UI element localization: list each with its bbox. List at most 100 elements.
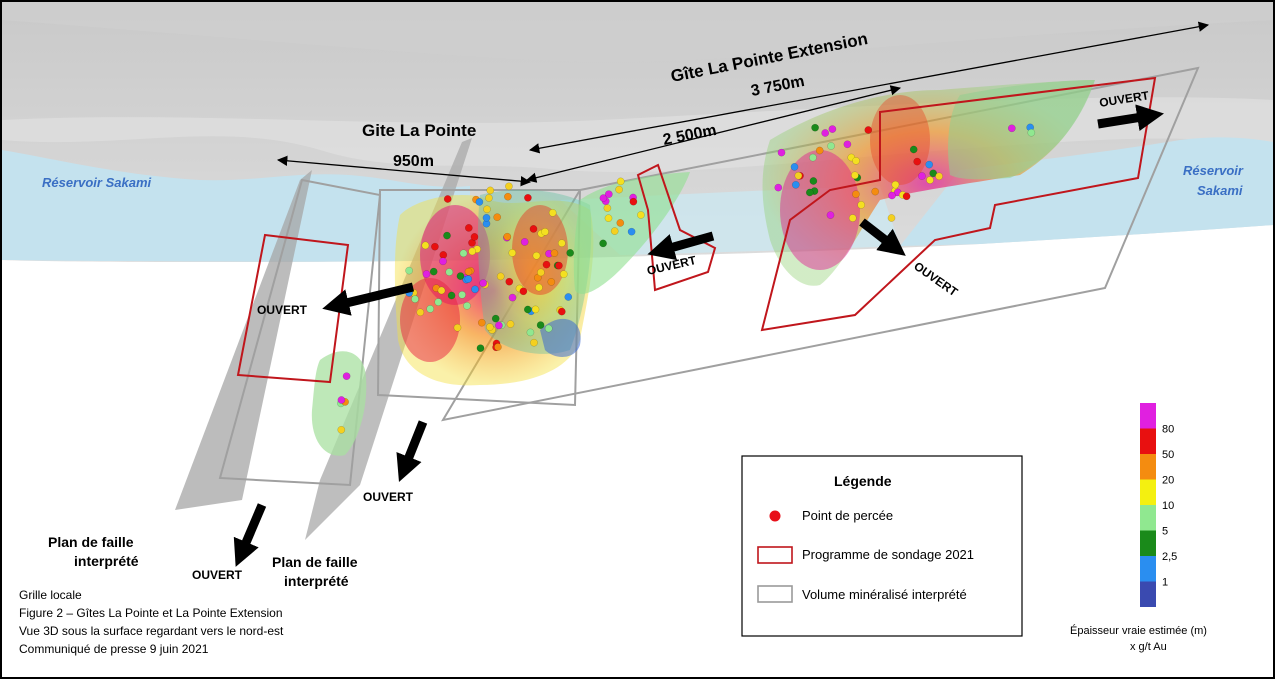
- drill-intercepts: [337, 123, 1036, 434]
- drill-intercept-dot: [616, 177, 625, 186]
- drill-intercept-dot: [918, 172, 926, 180]
- volume-outline-2: [376, 189, 582, 407]
- scale-tick-label: 5: [1162, 526, 1168, 538]
- drill-intercept-dot: [777, 148, 786, 157]
- drill-intercept-dot: [935, 172, 943, 181]
- drill-intercept-dot: [493, 213, 502, 222]
- drill-intercept-dot: [337, 396, 346, 404]
- program-outline-3: [760, 76, 1157, 332]
- label-reservoir-right-1: Réservoir: [1183, 163, 1244, 178]
- drill-intercept-dot: [503, 232, 512, 241]
- drill-intercept-dot: [464, 224, 473, 232]
- drill-intercept-dot: [337, 425, 346, 434]
- drill-intercept-dot: [508, 293, 517, 302]
- scale-band: [1140, 454, 1156, 480]
- drill-intercept-dot: [857, 201, 866, 209]
- drill-intercept-dot: [520, 238, 529, 246]
- drill-intercept-dot: [604, 190, 613, 199]
- drill-intercept-dot: [557, 307, 566, 316]
- drill-intercept-dot: [342, 372, 351, 381]
- drill-intercept-dot: [604, 214, 613, 223]
- drill-intercept-dot: [864, 126, 873, 134]
- drill-intercept-dot: [416, 308, 425, 317]
- drill-intercept-dot: [445, 268, 454, 276]
- drill-intercept-dot: [524, 193, 532, 202]
- drill-intercept-dot: [548, 208, 557, 217]
- drill-intercept-dot: [439, 257, 447, 266]
- scale-band: [1140, 505, 1156, 531]
- drill-intercept-dot: [482, 213, 491, 222]
- drill-intercept-dot: [809, 177, 818, 185]
- drill-intercept-dot: [555, 261, 563, 270]
- legend-title: Légende: [834, 473, 892, 489]
- drill-intercept-dot: [547, 278, 556, 286]
- drill-intercept-dot: [902, 192, 911, 201]
- drill-intercept-dot: [458, 290, 466, 299]
- drill-intercept-dot: [550, 249, 559, 258]
- label-ouvert-3: OUVERT: [192, 568, 243, 582]
- label-ouvert-1: OUVERT: [257, 303, 308, 317]
- drill-intercept-dot: [811, 123, 819, 132]
- svg-text:Grille locale: Grille locale: [19, 588, 82, 602]
- drill-intercept-dot: [637, 211, 645, 219]
- scale-tick-label: 80: [1162, 424, 1174, 436]
- drill-intercept-dot: [471, 285, 479, 294]
- drill-intercept-dot: [530, 338, 538, 347]
- scale-tick-label: 50: [1162, 449, 1174, 461]
- scale-band: [1140, 428, 1156, 454]
- legend-item-2: Programme de sondage 2021: [802, 547, 974, 562]
- legend-item-3: Volume minéralisé interprété: [802, 587, 967, 602]
- drill-intercept-dot: [504, 192, 512, 201]
- drill-intercept-dot: [851, 171, 859, 180]
- drill-intercept-dot: [477, 318, 486, 327]
- drill-intercept-dot: [483, 205, 491, 214]
- scale-tick-label: 20: [1162, 475, 1174, 487]
- drill-intercept-dot: [422, 270, 431, 278]
- drill-intercept-dot: [434, 298, 443, 306]
- drill-intercept-dot: [439, 251, 448, 259]
- drill-intercept-dot: [505, 277, 514, 286]
- drill-intercept-dot: [848, 214, 857, 222]
- label-reservoir-left: Réservoir Sakami: [42, 175, 152, 190]
- drill-intercept-dot: [531, 305, 540, 314]
- drill-intercept-dot: [616, 219, 625, 227]
- scale-band: [1140, 403, 1156, 429]
- scale-band: [1140, 581, 1156, 607]
- drill-intercept-dot: [536, 321, 545, 329]
- drill-intercept-dot: [541, 227, 549, 236]
- drill-intercept-dot: [925, 160, 934, 169]
- scale-tick-label: 2,5: [1162, 551, 1177, 563]
- drill-intercept-dot: [459, 249, 468, 258]
- drill-intercept-dot: [411, 295, 419, 303]
- label-gite-la-pointe: Gite La Pointe: [362, 121, 476, 140]
- label-fault-left-1: Plan de faille: [48, 534, 134, 550]
- drill-intercept-dot: [535, 283, 543, 292]
- drill-intercept-dot: [809, 153, 817, 162]
- drill-intercept-dot: [627, 227, 636, 236]
- drill-intercept-dot: [821, 129, 830, 137]
- drill-intercept-dot: [805, 188, 814, 197]
- drill-intercept-dot: [464, 275, 473, 283]
- drill-intercept-dot: [431, 242, 439, 251]
- drill-intercept-dot: [542, 260, 551, 269]
- legend-item-1: Point de percée: [802, 508, 893, 523]
- svg-text:Figure 2 – Gîtes La Pointe et: Figure 2 – Gîtes La Pointe et La Pointe …: [19, 606, 283, 620]
- drill-intercept-dot: [791, 180, 800, 189]
- scale-band: [1140, 479, 1156, 505]
- drill-intercept-dot: [476, 344, 485, 353]
- drill-intercept-dot: [929, 169, 938, 178]
- drill-intercept-dot: [496, 272, 505, 281]
- drill-intercept-dot: [485, 323, 494, 331]
- drill-intercept-dot: [470, 233, 479, 241]
- scale-title-2: x g/t Au: [1130, 641, 1167, 653]
- svg-text:Communiqué de presse 9 juin 20: Communiqué de presse 9 juin 2021: [19, 642, 209, 656]
- drill-intercept-dot: [506, 320, 515, 328]
- drill-intercept-dot: [826, 211, 835, 219]
- drill-intercept-dot: [447, 291, 456, 300]
- drill-intercept-dot: [828, 125, 837, 133]
- scale-band: [1140, 556, 1156, 582]
- drill-intercept-dot: [888, 191, 896, 200]
- drill-intercept-dot: [564, 293, 573, 301]
